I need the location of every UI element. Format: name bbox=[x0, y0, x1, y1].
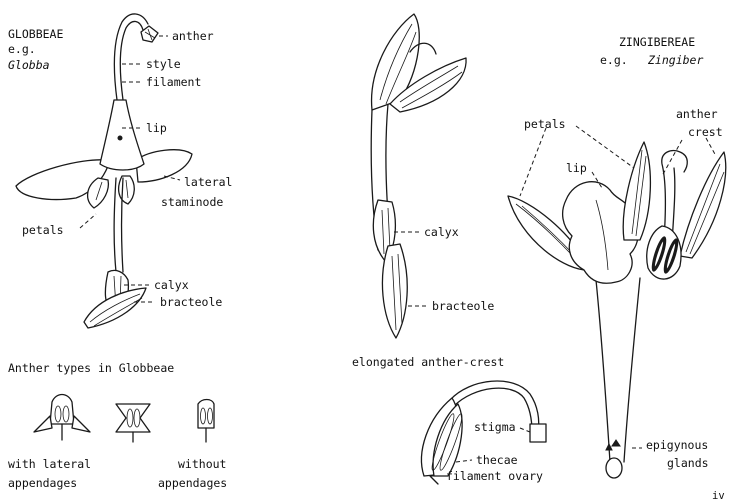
zingibereae-eg: e.g. bbox=[600, 53, 628, 67]
page-mark: iv bbox=[712, 490, 725, 502]
anther-with-appendages-1 bbox=[34, 395, 90, 441]
label-calyx-middle: calyx bbox=[424, 225, 459, 239]
label-calyx-globba: calyx bbox=[154, 278, 189, 292]
label-crest: crest bbox=[688, 125, 723, 139]
anther-types-heading: Anther types in Globbeae bbox=[8, 361, 174, 375]
zingibereae-title: ZINGIBEREAE bbox=[619, 35, 695, 49]
label-glands: glands bbox=[667, 456, 709, 470]
label-style: style bbox=[146, 57, 181, 71]
globbeae-eg: e.g. bbox=[8, 42, 36, 56]
label-petals-globba: petals bbox=[22, 223, 64, 237]
side-view-flower bbox=[371, 14, 466, 338]
label-with-appendages: appendages bbox=[8, 476, 77, 490]
zingibereae-section: ZINGIBEREAE e.g. Zingiber bbox=[508, 35, 726, 478]
label-epigynous: epigynous bbox=[646, 438, 708, 452]
label-without: without bbox=[178, 457, 226, 471]
label-with-lateral: with lateral bbox=[8, 457, 91, 471]
label-petals-zingiber: petals bbox=[524, 117, 566, 131]
label-bracteole-middle: bracteole bbox=[432, 299, 494, 313]
label-lip-globba: lip bbox=[146, 121, 167, 135]
zingibereae-genus: Zingiber bbox=[647, 53, 703, 67]
globbeae-genus: Globba bbox=[8, 58, 50, 72]
label-staminode: staminode bbox=[161, 195, 223, 209]
label-stigma: stigma bbox=[474, 420, 516, 434]
anther-with-appendages-2 bbox=[116, 404, 150, 442]
anther-types-section: Anther types in Globbeae with lateral ap… bbox=[8, 361, 227, 490]
label-filament-globba: filament bbox=[146, 75, 201, 89]
label-thecae: thecae bbox=[476, 453, 518, 467]
label-anther-zingiber: anther bbox=[676, 107, 718, 121]
globbeae-title: GLOBBEAE bbox=[8, 27, 63, 41]
label-without-appendages: appendages bbox=[158, 476, 227, 490]
anther-without-appendages bbox=[198, 400, 214, 443]
label-bracteole-globba: bracteole bbox=[160, 295, 222, 309]
label-anther-globba: anther bbox=[172, 29, 214, 43]
label-filament-ovary: filament ovary bbox=[446, 469, 543, 483]
label-lateral: lateral bbox=[184, 175, 232, 189]
label-lip-zingiber: lip bbox=[566, 161, 587, 175]
label-elongated-anther-crest: elongated anther-crest bbox=[352, 355, 504, 369]
globbeae-section: GLOBBEAE e.g. Globba bbox=[8, 14, 232, 328]
